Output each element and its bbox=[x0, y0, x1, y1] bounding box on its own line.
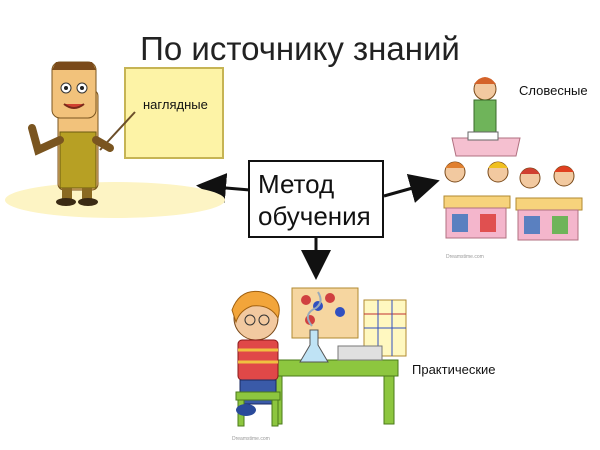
label-visual: наглядные bbox=[143, 97, 208, 112]
practical-experiment-illustration bbox=[231, 287, 407, 427]
board-shape bbox=[124, 67, 224, 159]
watermark-verbal: Dreamstime.com bbox=[446, 254, 484, 260]
arrow-left bbox=[196, 173, 251, 203]
watermark-practical: Dreamstime.com bbox=[232, 436, 270, 442]
center-line-1: Метод bbox=[258, 169, 335, 199]
center-line-2: обучения bbox=[258, 201, 371, 231]
center-method-box: Метод обучения bbox=[248, 160, 384, 238]
label-verbal: Словесные bbox=[519, 83, 588, 98]
page-title: По источнику знаний bbox=[140, 30, 460, 67]
visual-teacher-illustration bbox=[5, 61, 225, 218]
verbal-classroom-illustration bbox=[440, 77, 586, 260]
label-practical: Практические bbox=[412, 362, 496, 377]
arrow-right bbox=[383, 174, 440, 203]
